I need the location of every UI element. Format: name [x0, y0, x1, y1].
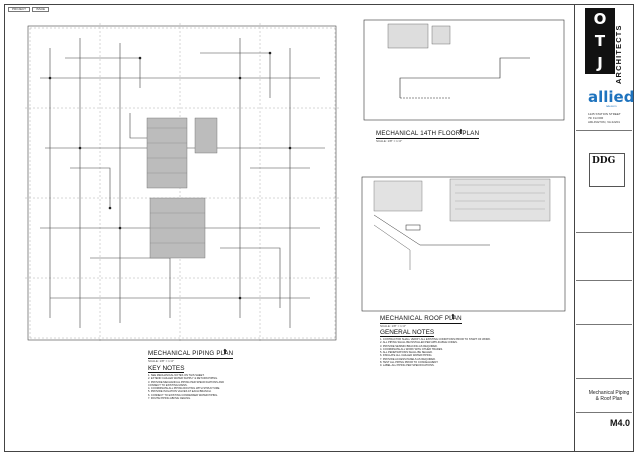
divider: [576, 280, 632, 281]
sheet-number: M4.0: [610, 418, 631, 428]
tenant-logo: allied: [588, 88, 635, 106]
mechanical-roof-plan-drawing: [361, 176, 566, 312]
engineer-logo-box: [589, 153, 625, 187]
address-line: ARLINGTON, VA 22201: [588, 120, 620, 124]
general-note: 9. LABEL ALL PIPING PER SPECIFICATIONS.: [380, 364, 435, 368]
tenant-logo-sub: telecom: [606, 104, 617, 108]
key-note: 4. COORDINATE ALL PIPING ROUTING WITH ST…: [148, 387, 221, 391]
general-note: 5. ALL PENETRATIONS SHALL BE SEALED.: [380, 351, 433, 355]
floor14-plan-title: MECHANICAL 14TH FLOOR PLAN: [376, 130, 480, 139]
key-note: 2. EXTEND CHILLED WATER SUPPLY & RETURN …: [148, 377, 218, 381]
north-arrow-icon: ⬆: [450, 314, 456, 321]
general-note: 6. INSULATE ALL CHILLED WATER PIPING.: [380, 354, 433, 358]
piping-plan-title: MECHANICAL PIPING PLAN: [148, 350, 234, 359]
general-note: 4. COORDINATE ALL WORK WITH OTHER TRADES…: [380, 347, 443, 351]
logo-letter: T: [594, 32, 606, 50]
key-notes-list: 1. SEE MECHANICAL NOTES ON THIS SHEET. 2…: [148, 374, 228, 400]
key-note: 7. ROUTE PIPING ABOVE CEILING.: [148, 397, 191, 401]
key-note: 3. PROVIDE MECHANICAL PIPING PER SPECIFI…: [148, 380, 224, 387]
floor14-plan-scale: SCALE: 1/8" = 1'-0": [376, 139, 403, 143]
roof-plan-scale: SCALE: 1/8" = 1'-0": [380, 324, 407, 328]
divider: [576, 232, 632, 233]
key-notes-heading: KEY NOTES: [148, 365, 185, 373]
architects-label: ARCHITECTS: [614, 24, 623, 84]
sheet-title: Mechanical Piping & Roof Plan: [588, 390, 630, 402]
general-notes-list: 1. CONTRACTOR SHALL VERIFY ALL EXISTING …: [380, 338, 568, 368]
general-notes-heading: GENERAL NOTES: [380, 329, 435, 337]
divider: [576, 378, 632, 379]
mechanical-piping-plan-drawing: [25, 23, 340, 343]
key-note: 1. SEE MECHANICAL NOTES ON THIS SHEET.: [148, 374, 205, 377]
general-note: 3. PROVIDE SEISMIC BRACING AS REQUIRED.: [380, 344, 438, 348]
general-note: 1. CONTRACTOR SHALL VERIFY ALL EXISTING …: [380, 338, 491, 341]
divider: [576, 324, 632, 325]
divider: [576, 412, 632, 413]
stamp-issue: ISSUE: [32, 7, 50, 13]
logo-letter: O: [593, 10, 607, 28]
key-note: 5. PROVIDE ISOLATION VALVES AT EACH BRAN…: [148, 390, 212, 394]
north-arrow-icon: ⬆: [458, 129, 464, 136]
architects-wordmark: ARCHITECTS: [612, 6, 628, 86]
engineer-logo: DDG: [592, 156, 616, 166]
title-block: [574, 4, 634, 452]
north-arrow-icon: ⬆: [222, 349, 228, 356]
general-note: 7. PROVIDE ACCESS PANELS AS REQUIRED.: [380, 357, 436, 361]
general-note: 8. TEST ALL PIPING PRIOR TO CONCEALMENT.: [380, 361, 439, 365]
roof-plan-title: MECHANICAL ROOF PLAN: [380, 315, 462, 324]
divider: [576, 130, 632, 131]
key-note: 6. CONNECT TO EXISTING CONDENSER WATER P…: [148, 393, 219, 397]
otj-logo: O T J: [585, 8, 615, 74]
logo-letter: J: [597, 54, 603, 72]
general-note: 2. ALL PIPING SHALL BE INSTALLED PER APP…: [380, 341, 458, 345]
address-line: 7th FLOOR: [588, 116, 604, 120]
stamp-project: PROJECT: [8, 7, 31, 13]
mechanical-14th-floor-plan-drawing: [363, 19, 565, 121]
sheet-border: [4, 4, 634, 452]
piping-plan-scale: SCALE: 1/8" = 1'-0": [148, 359, 175, 363]
address-line: 1225 STATION STREET: [588, 112, 621, 116]
